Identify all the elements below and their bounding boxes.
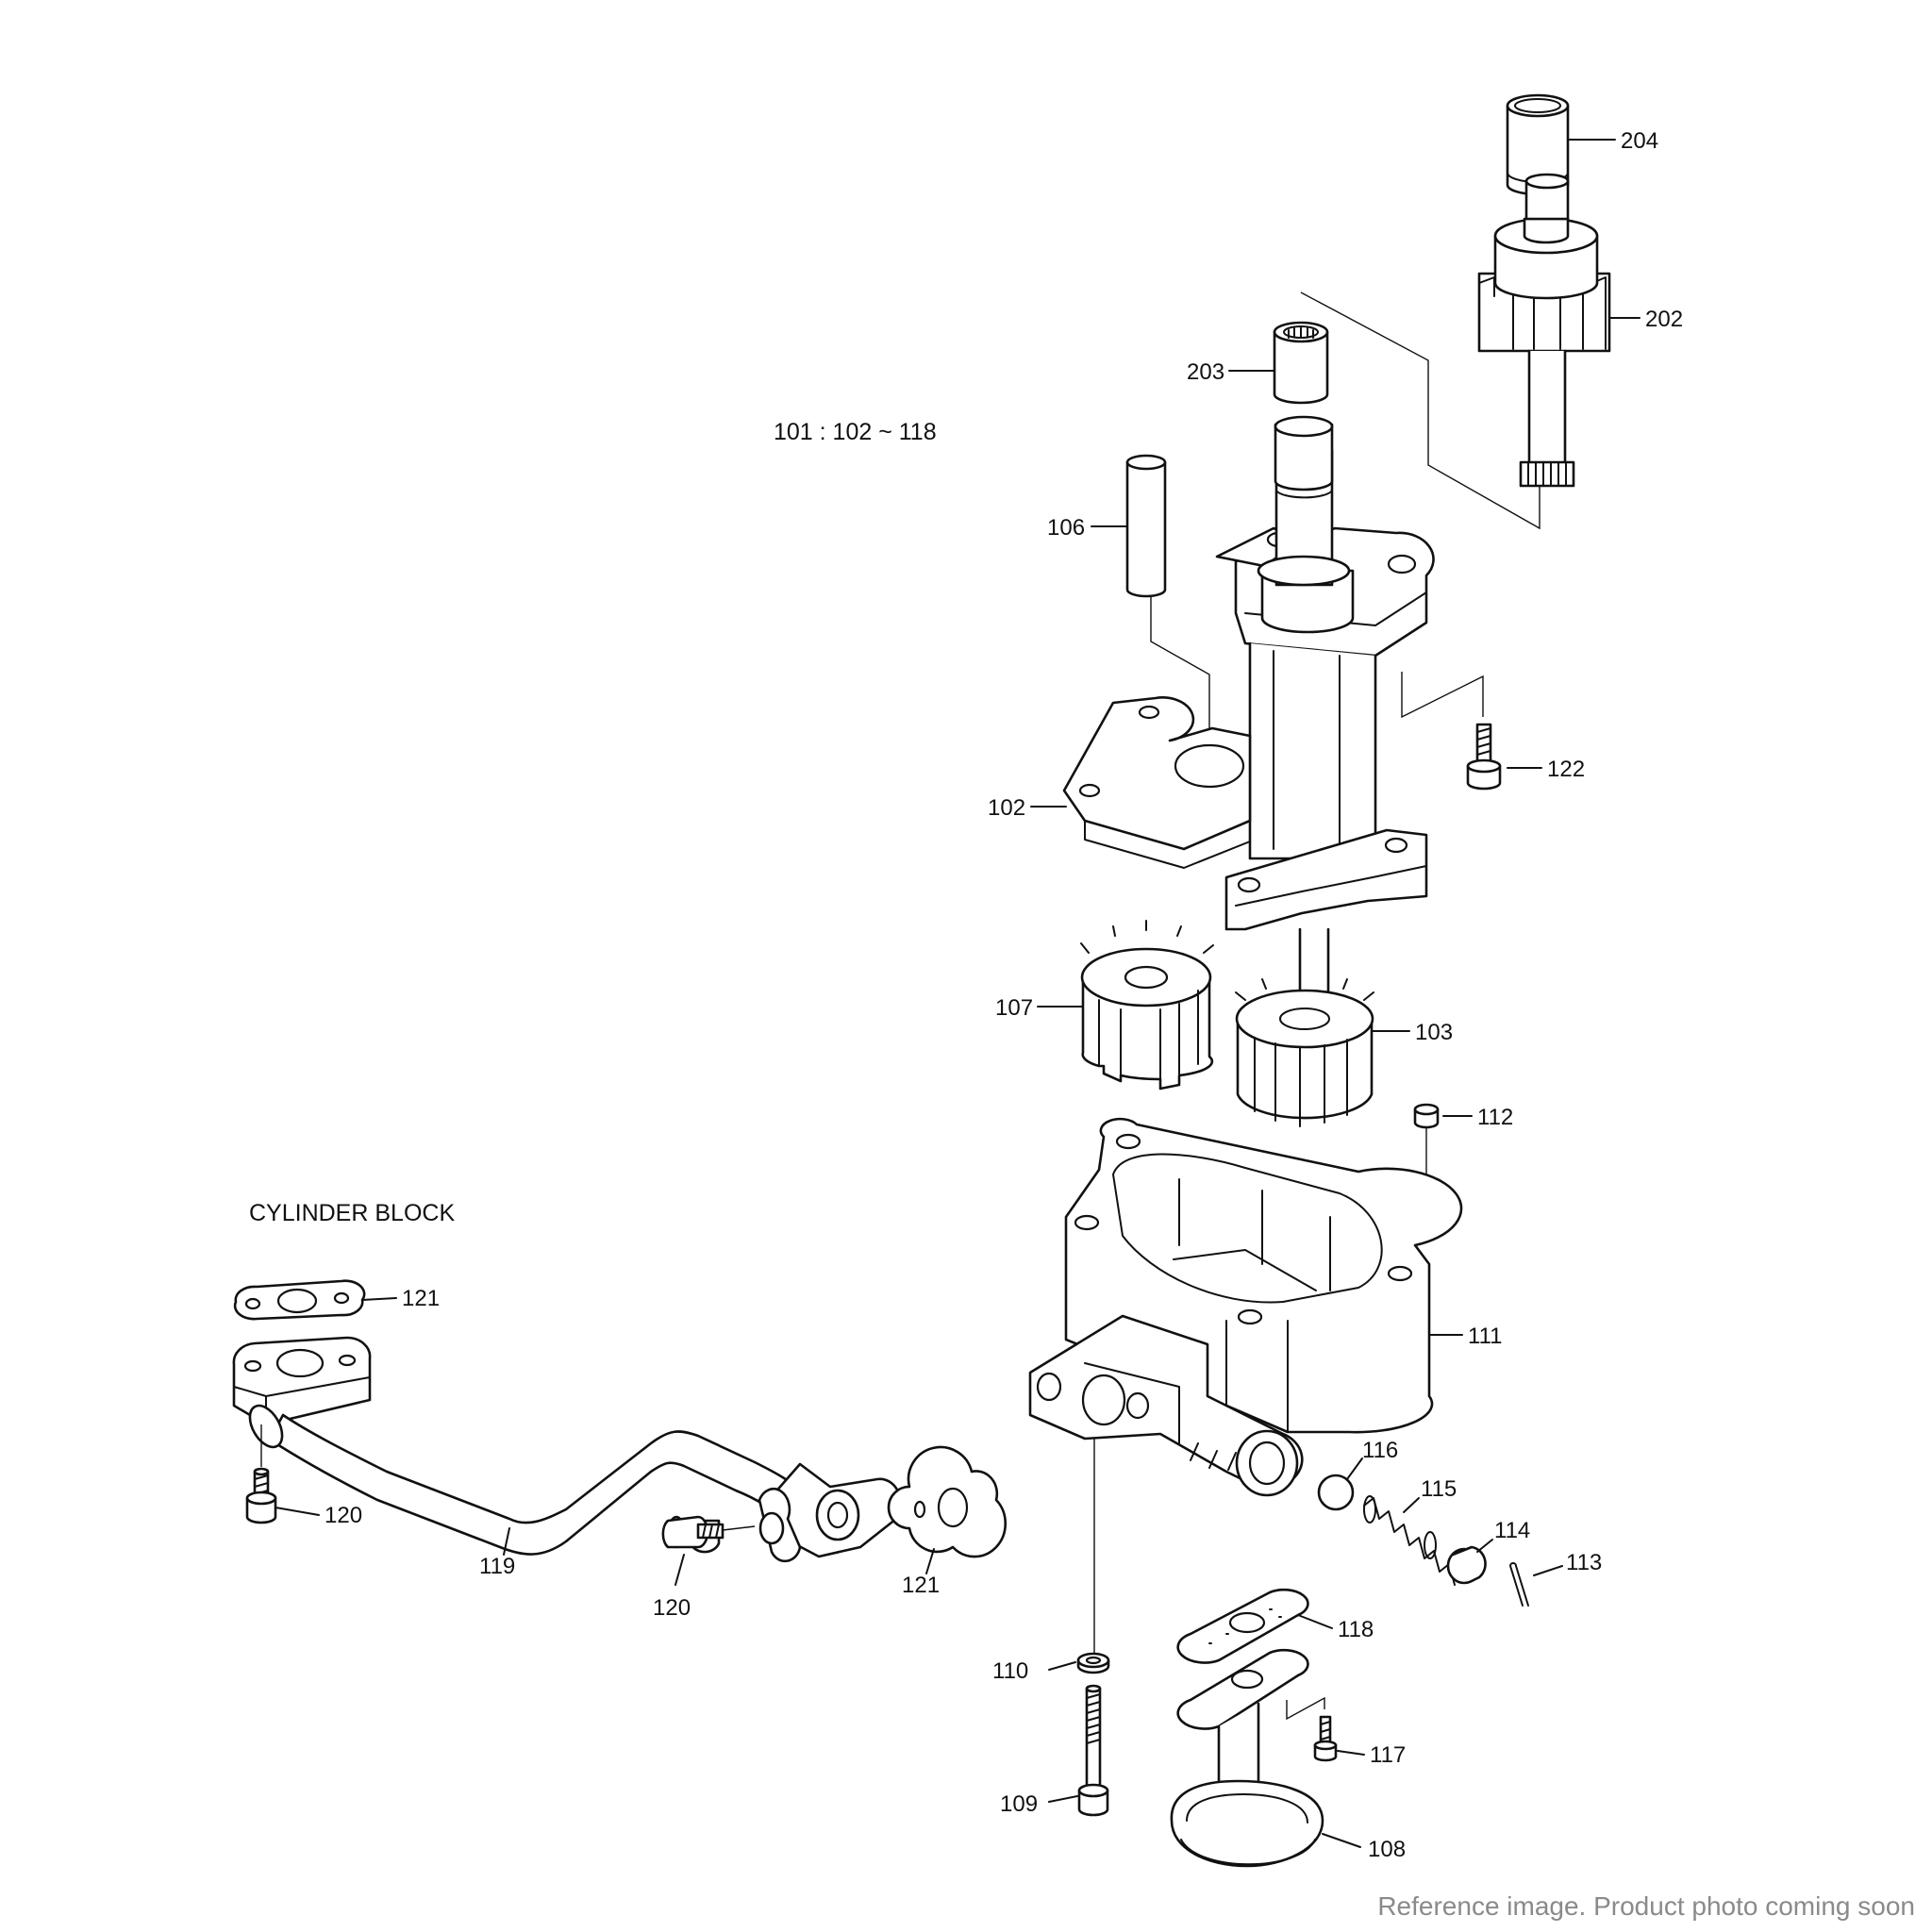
reference-image-notice: Reference image. Product photo coming so… bbox=[1377, 1891, 1915, 1921]
part-106-pin bbox=[1125, 454, 1167, 598]
part-labels: 204 202 203 101 : 102 ~ 118 106 122 102 … bbox=[249, 128, 1683, 1862]
part-203-coupling bbox=[1273, 321, 1329, 405]
label-204: 204 bbox=[1621, 128, 1658, 154]
label-102: 102 bbox=[988, 795, 1025, 821]
part-103-drive-gear bbox=[1235, 978, 1374, 1127]
part-113-cotter-pin bbox=[1509, 1562, 1529, 1607]
label-120-left: 120 bbox=[325, 1503, 362, 1528]
part-120-bolt-left bbox=[245, 1424, 277, 1524]
part-115-spring bbox=[1363, 1495, 1456, 1586]
cylinder-block-label: CYLINDER BLOCK bbox=[249, 1200, 455, 1226]
part-118-gasket bbox=[1176, 1588, 1309, 1664]
part-109-bolt bbox=[1077, 1684, 1109, 1817]
label-110: 110 bbox=[992, 1658, 1028, 1684]
label-111: 111 bbox=[1468, 1324, 1502, 1349]
part-107-idler-gear bbox=[1080, 920, 1214, 1091]
part-121-gasket-right bbox=[887, 1445, 1008, 1558]
label-112: 112 bbox=[1477, 1105, 1513, 1130]
label-115: 115 bbox=[1421, 1476, 1457, 1502]
label-119: 119 bbox=[479, 1554, 515, 1579]
label-103: 103 bbox=[1415, 1020, 1453, 1045]
part-120-bolt-middle bbox=[661, 1515, 756, 1554]
part-112-dowel bbox=[1413, 1103, 1440, 1129]
label-121-top: 121 bbox=[402, 1286, 440, 1311]
label-109: 109 bbox=[1000, 1791, 1038, 1817]
label-203: 203 bbox=[1187, 359, 1224, 385]
leader-lines bbox=[275, 139, 1641, 1848]
label-202: 202 bbox=[1645, 307, 1683, 332]
part-110-washer bbox=[1076, 1652, 1110, 1674]
label-116: 116 bbox=[1362, 1438, 1398, 1463]
part-122-bolt bbox=[1466, 723, 1502, 791]
label-122: 122 bbox=[1547, 757, 1585, 782]
connector-117 bbox=[1286, 1696, 1325, 1721]
label-113: 113 bbox=[1566, 1550, 1602, 1575]
label-121-right: 121 bbox=[902, 1573, 940, 1598]
connector-106 bbox=[1150, 596, 1210, 745]
part-111-pump-body bbox=[1028, 1117, 1463, 1497]
label-108: 108 bbox=[1368, 1837, 1406, 1862]
part-117-bolt bbox=[1313, 1715, 1338, 1762]
label-117: 117 bbox=[1370, 1742, 1406, 1768]
label-118: 118 bbox=[1338, 1617, 1374, 1642]
connector-203-202 bbox=[1300, 291, 1541, 530]
part-121-gasket-top bbox=[233, 1279, 366, 1321]
part-114-plug bbox=[1446, 1545, 1487, 1585]
part-116-ball bbox=[1317, 1474, 1355, 1511]
label-107: 107 bbox=[995, 995, 1033, 1021]
part-101-pump-cover-assembly bbox=[1062, 415, 1435, 1049]
connector-122 bbox=[1401, 672, 1484, 719]
part-202-drive-gear bbox=[1477, 173, 1611, 488]
part-108-strainer bbox=[1170, 1648, 1324, 1868]
label-114: 114 bbox=[1494, 1518, 1530, 1543]
label-106: 106 bbox=[1047, 515, 1085, 541]
label-120-middle: 120 bbox=[653, 1595, 691, 1621]
assembly-note: 101 : 102 ~ 118 bbox=[774, 419, 937, 445]
